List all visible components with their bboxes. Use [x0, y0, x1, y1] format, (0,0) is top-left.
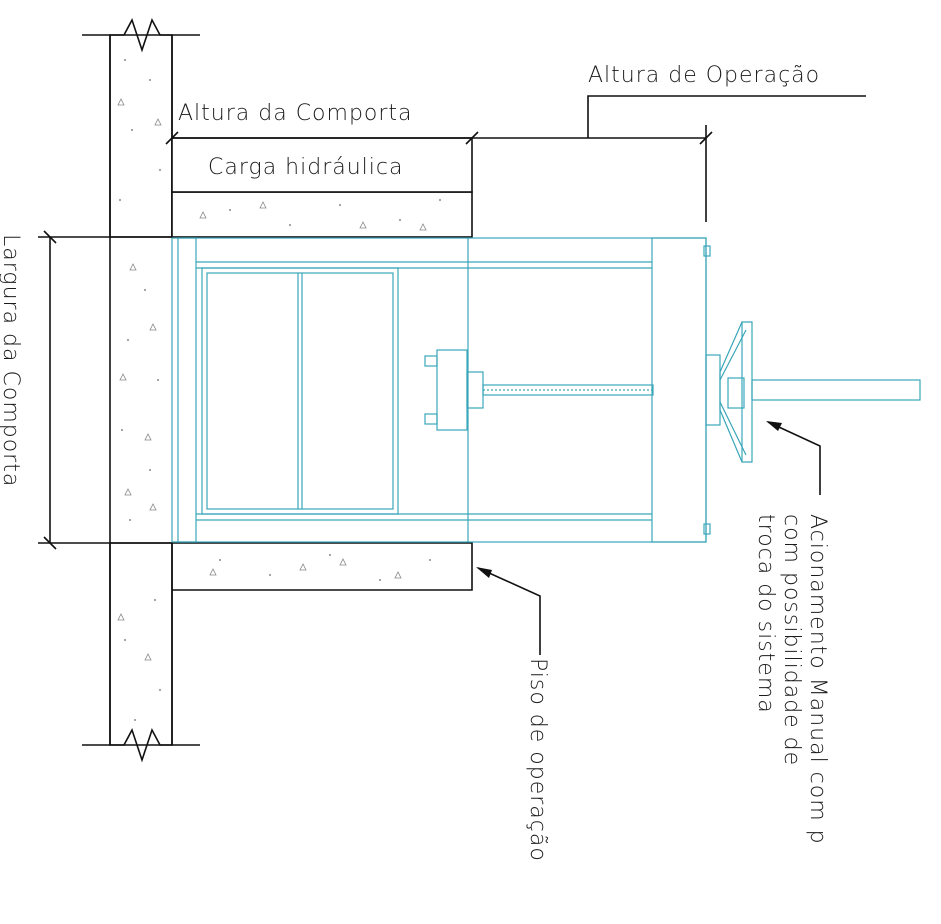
concrete-wall [82, 17, 200, 763]
label-operating-height: Altura de Operação [588, 63, 820, 88]
actuator-flange [705, 354, 721, 426]
operating-shaft [751, 379, 921, 401]
label-actuator-line2: com possibilidade de [779, 514, 804, 766]
handwheel [719, 321, 753, 463]
label-actuator-line1: Acionamento Manual com p [805, 514, 830, 845]
top-concrete-slab [171, 137, 473, 238]
label-hydraulic-head: Carga hidráulica [208, 155, 403, 180]
leader-actuator [766, 421, 821, 495]
bottom-break-symbol [82, 727, 200, 763]
dimension-operating-height [472, 95, 866, 222]
top-break-symbol [82, 17, 200, 53]
sluice-gate [171, 237, 921, 543]
dimension-gate-width [38, 230, 172, 550]
operating-floor-slab [172, 542, 473, 591]
label-gate-width: Largura da Comporta [0, 234, 23, 487]
label-operating-floor: Piso de operação [525, 658, 550, 862]
concrete-texture [117, 59, 441, 721]
leader-operating-floor [476, 567, 541, 655]
label-gate-height: Altura da Comporta [178, 101, 413, 126]
label-actuator-line3: troca do sistema [753, 514, 778, 714]
